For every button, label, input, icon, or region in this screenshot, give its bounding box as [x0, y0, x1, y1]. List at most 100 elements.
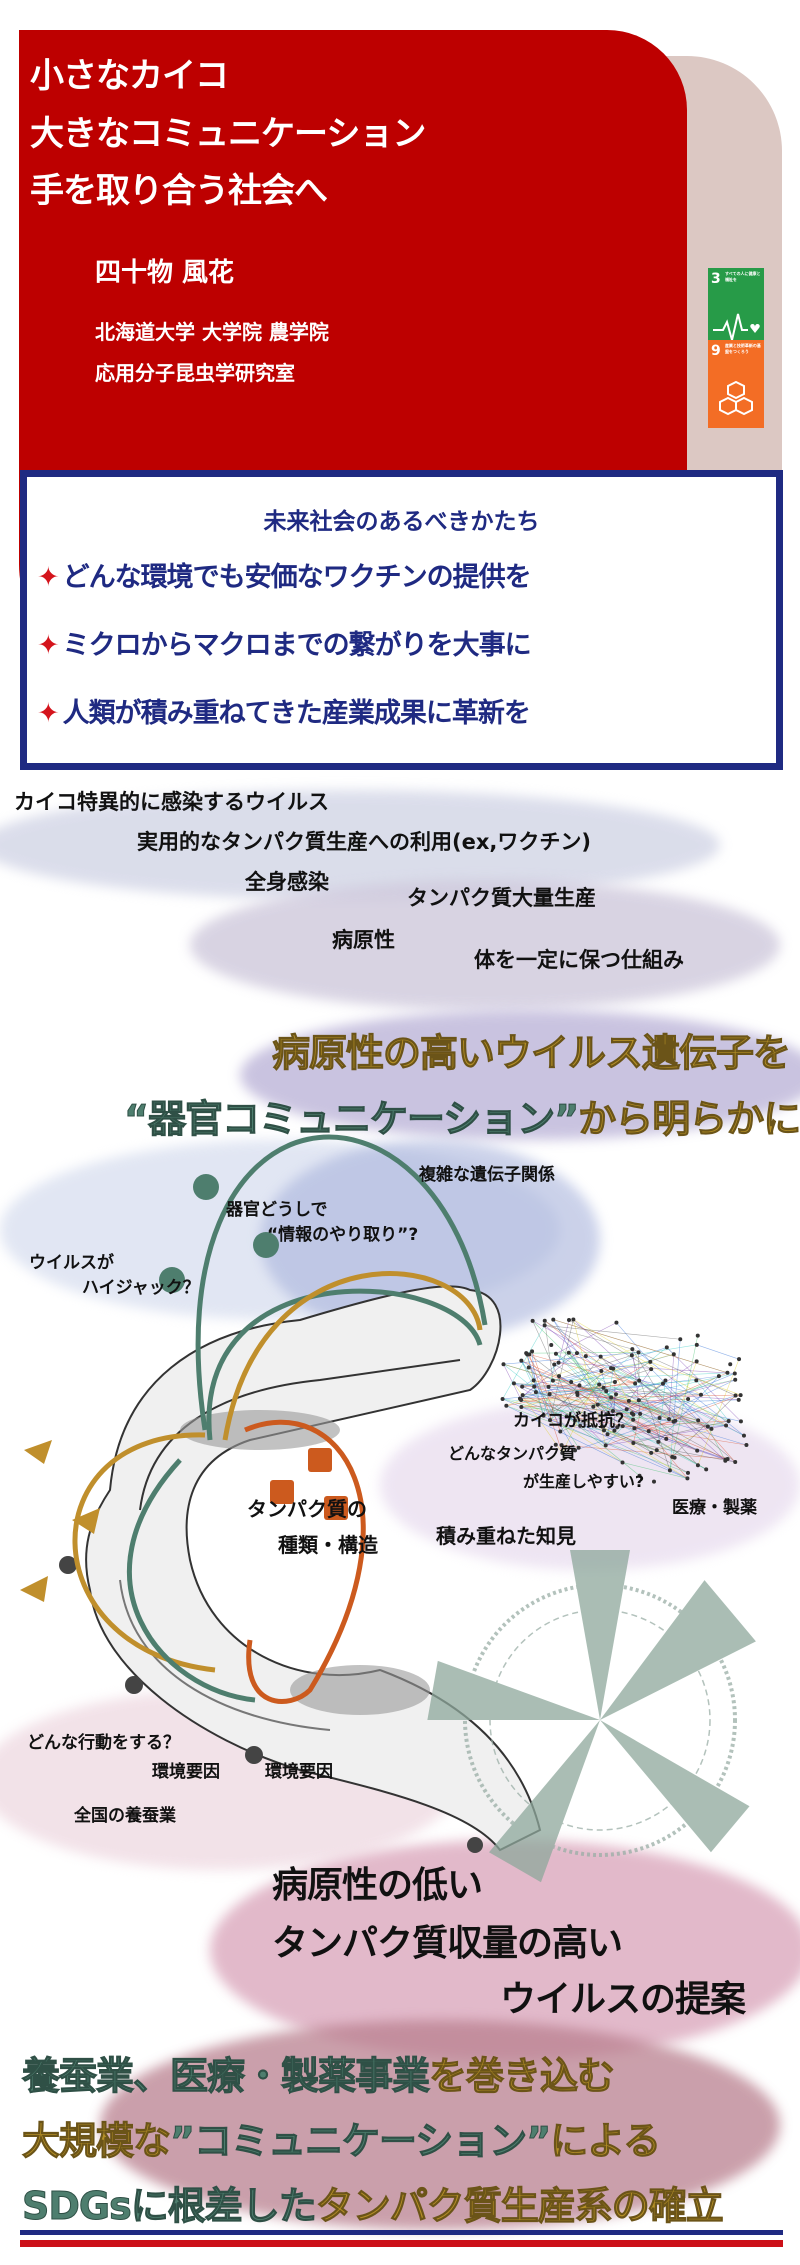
network-node — [657, 1416, 662, 1421]
network-node — [501, 1362, 506, 1367]
network-edge — [593, 1347, 667, 1407]
network-node — [726, 1418, 731, 1423]
network-edge — [502, 1398, 688, 1479]
label-hijack: ハイジャック？ — [82, 1278, 200, 1298]
network-edge — [687, 1398, 727, 1426]
network-edge — [669, 1335, 699, 1471]
title-line-2: 大きなコミュニケーション — [30, 114, 426, 154]
network-edge — [544, 1320, 554, 1381]
network-node — [648, 1359, 653, 1364]
communication-arrows — [72, 1134, 488, 1704]
network-node — [724, 1423, 729, 1428]
network-edge — [577, 1394, 605, 1431]
network-edge — [610, 1367, 729, 1422]
conclusion-line: タンパク質収量の高い — [272, 1923, 623, 1964]
network-edge — [532, 1320, 745, 1436]
network-edge — [658, 1380, 666, 1442]
network-edge — [519, 1398, 623, 1463]
network-node — [629, 1353, 634, 1358]
arrowhead-icons — [20, 1440, 100, 1602]
network-node — [685, 1476, 690, 1481]
network-node — [611, 1366, 616, 1371]
cloud-shape — [0, 790, 720, 900]
cloud-shape — [190, 880, 780, 1010]
network-node — [723, 1457, 728, 1462]
label-organs: 器官どうしで — [226, 1200, 328, 1220]
network-node — [578, 1423, 583, 1428]
network-node — [728, 1362, 733, 1367]
network-edge — [632, 1348, 676, 1421]
network-node — [567, 1317, 572, 1322]
network-edge — [697, 1420, 736, 1463]
network-edge — [651, 1428, 712, 1454]
network-edge — [558, 1319, 570, 1363]
network-node — [636, 1398, 641, 1403]
network-edge — [521, 1360, 576, 1451]
background-item: 実用的なタンパク質生産への利用(ex,ワクチン) — [137, 830, 591, 854]
network-edge — [601, 1394, 617, 1427]
sdg-label: 産業と技術革新の基盤をつくろう — [724, 343, 761, 354]
network-node — [557, 1374, 562, 1379]
affiliation: 北海道大学 大学院 農学院 — [95, 320, 329, 344]
network-node — [698, 1392, 703, 1397]
network-node — [733, 1460, 738, 1465]
final-line-1: 養蚕業、医療・製薬事業を巻き込む — [21, 2045, 616, 2100]
network-edge — [506, 1399, 522, 1407]
label-environment: 環境要因 — [152, 1762, 220, 1782]
network-edge — [513, 1383, 576, 1421]
network-edge — [600, 1356, 699, 1466]
label-virus: ウイルスが — [29, 1253, 114, 1273]
final-text: を巻き込む — [429, 2054, 616, 2099]
compass-rose — [427, 1550, 756, 1883]
network-edge — [633, 1442, 736, 1463]
network-edge — [549, 1393, 689, 1474]
network-node — [600, 1424, 605, 1429]
network-edge — [597, 1399, 739, 1405]
network-edge — [521, 1399, 675, 1458]
network-node — [610, 1409, 615, 1414]
label-resist: カイコが抵抗？ — [513, 1411, 632, 1431]
network-edge — [696, 1344, 740, 1360]
cloud-shape — [240, 1010, 800, 1140]
label-medical: 医療・製薬 — [672, 1498, 757, 1518]
network-node — [694, 1378, 699, 1383]
network-node — [716, 1374, 721, 1379]
network-edge — [522, 1380, 697, 1396]
network-node — [660, 1381, 665, 1386]
goal-text: どんな環境でも安価なワクチンの提供を — [62, 562, 532, 593]
network-edge — [612, 1410, 698, 1451]
network-node — [542, 1318, 547, 1323]
network-node — [695, 1333, 700, 1338]
network-node — [631, 1412, 636, 1417]
network-edge — [666, 1347, 742, 1422]
network-edge — [650, 1361, 741, 1396]
network-node — [649, 1367, 654, 1372]
network-node — [646, 1429, 651, 1434]
goal-item: ✦どんな環境でも安価なワクチンの提供を — [37, 555, 532, 594]
network-node — [671, 1419, 676, 1424]
network-edge — [568, 1352, 636, 1384]
network-node — [549, 1342, 554, 1347]
network-node — [609, 1395, 614, 1400]
network-node — [741, 1433, 746, 1438]
network-node — [649, 1450, 654, 1455]
network-node — [573, 1448, 578, 1453]
network-edge — [648, 1420, 699, 1432]
network-node — [620, 1424, 625, 1429]
network-edge — [601, 1426, 688, 1479]
network-node — [738, 1419, 743, 1424]
final-text: タンパク質生産系の確立 — [315, 2184, 724, 2229]
lab-name: 応用分子昆虫学研究室 — [95, 361, 295, 385]
network-node — [524, 1351, 529, 1356]
network-edge — [632, 1349, 641, 1414]
network-edge — [522, 1383, 636, 1396]
network-node — [615, 1425, 620, 1430]
network-edge — [558, 1375, 667, 1440]
network-edge — [519, 1353, 674, 1399]
network-node — [553, 1351, 558, 1356]
network-node — [695, 1448, 700, 1453]
network-node — [575, 1390, 580, 1395]
network-node — [732, 1371, 737, 1376]
network-node — [685, 1470, 690, 1475]
network-node — [558, 1429, 563, 1434]
